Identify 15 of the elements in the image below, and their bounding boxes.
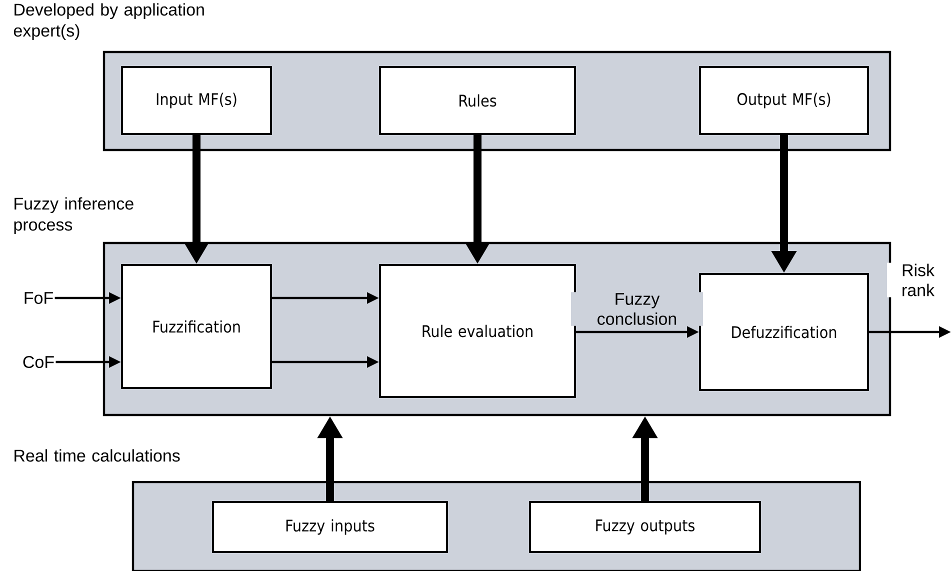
process-box: Fuzzy outputs [529, 501, 761, 553]
edge-label: Risk rank [887, 262, 949, 298]
input-label: CoF [23, 356, 54, 368]
process-box: Fuzzification [121, 264, 272, 389]
process-box: Rule evaluation [379, 264, 576, 398]
process-box: Rules [379, 66, 576, 135]
edge-label: Fuzzy conclusion [571, 292, 703, 326]
panel-heading: Developed by application expert(s) [14, 3, 204, 40]
process-box: Output MF(s) [699, 66, 869, 135]
process-box: Input MF(s) [121, 66, 272, 135]
input-label: FoF [24, 292, 53, 304]
panel-heading: Fuzzy inference process [14, 197, 134, 234]
process-box: Defuzzification [699, 273, 869, 391]
panel-heading: Real time calculations [14, 449, 180, 462]
process-box: Fuzzy inputs [212, 501, 448, 553]
